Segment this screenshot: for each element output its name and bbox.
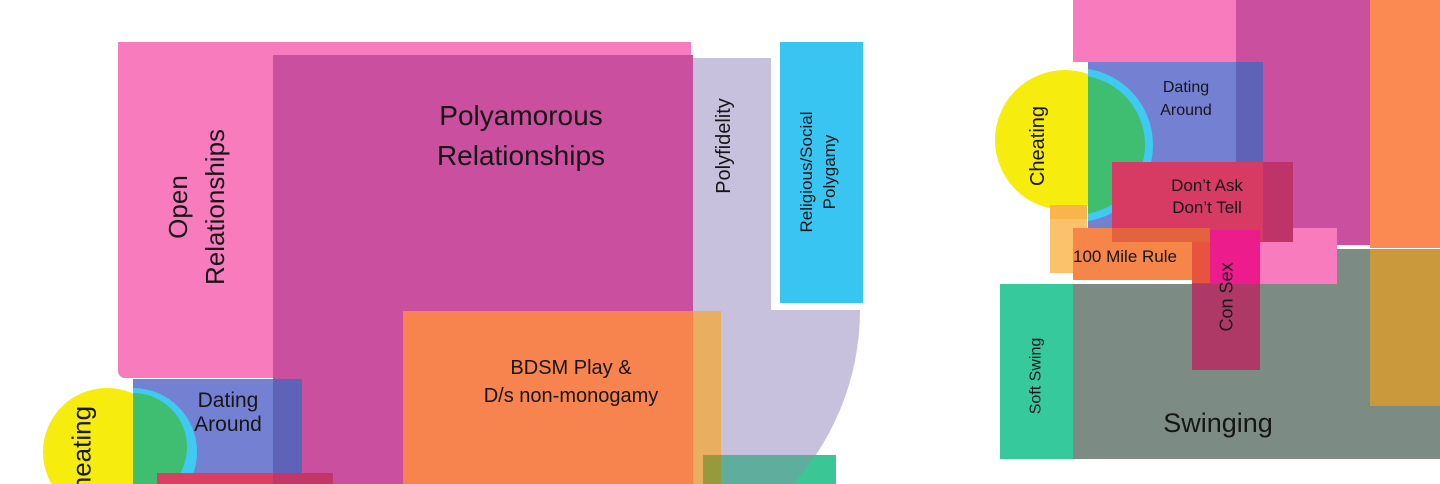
- dadt-magenta-overlap-right: [1263, 162, 1293, 242]
- orange-lavender-teal-overlap: [703, 455, 721, 484]
- bdsm-region: [403, 311, 721, 484]
- polyfidelity-bar: [693, 58, 771, 310]
- dadt-strip-left: [157, 473, 333, 484]
- orange-gray-overlap-column: [1370, 249, 1440, 406]
- dating-polyamorous-overlap-left: [273, 379, 302, 484]
- open-relationships-region-right: [1073, 0, 1236, 62]
- soft-swing-region: [1000, 284, 1073, 459]
- orange-bar-right: [1370, 0, 1440, 248]
- con-sex-orange-overlap: [1192, 242, 1210, 283]
- dadt-strip-magenta-overlap-left: [273, 473, 333, 484]
- mile-rule-light-top-strip: [1050, 205, 1087, 219]
- mile-rule-dadt-overlap: [1112, 228, 1210, 242]
- con-sex-gray-overlap: [1192, 284, 1260, 370]
- fwb-circles-clip-left: [133, 379, 253, 484]
- religious-polygamy-bar: [780, 42, 863, 303]
- dating-polyamorous-overlap-right: [1236, 62, 1263, 162]
